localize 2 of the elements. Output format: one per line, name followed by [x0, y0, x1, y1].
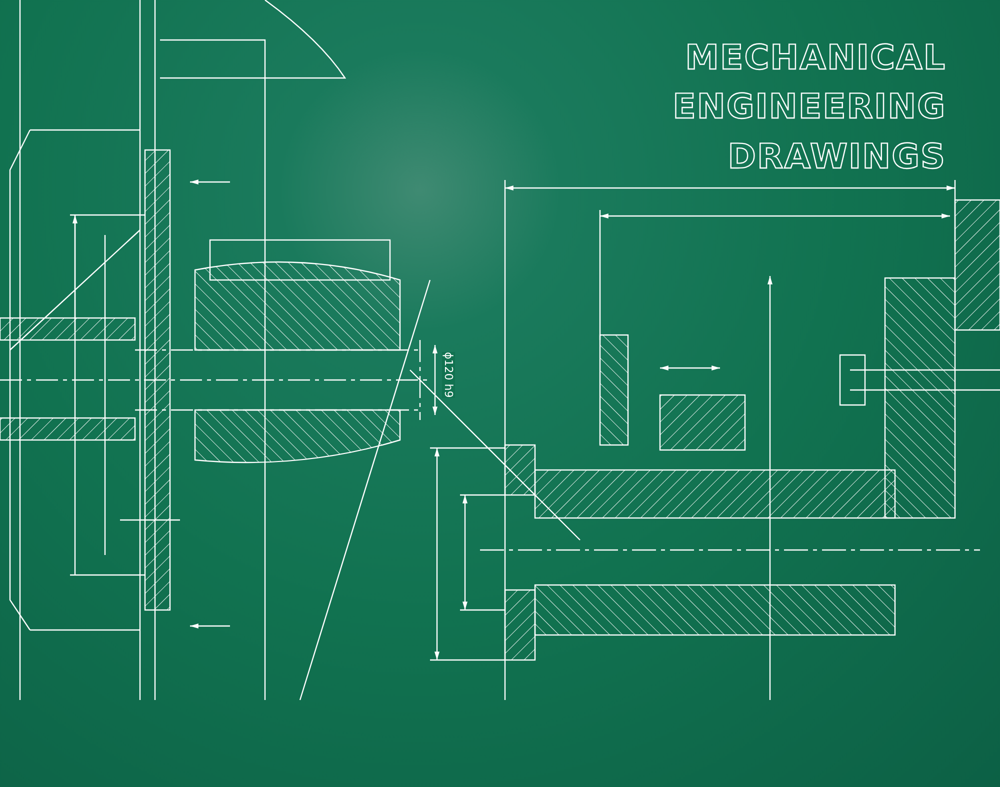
title-heading: MECHANICAL ENGINEERING DRAWINGS — [672, 37, 946, 179]
dimension-label: ϕ120 h9 — [442, 352, 455, 398]
